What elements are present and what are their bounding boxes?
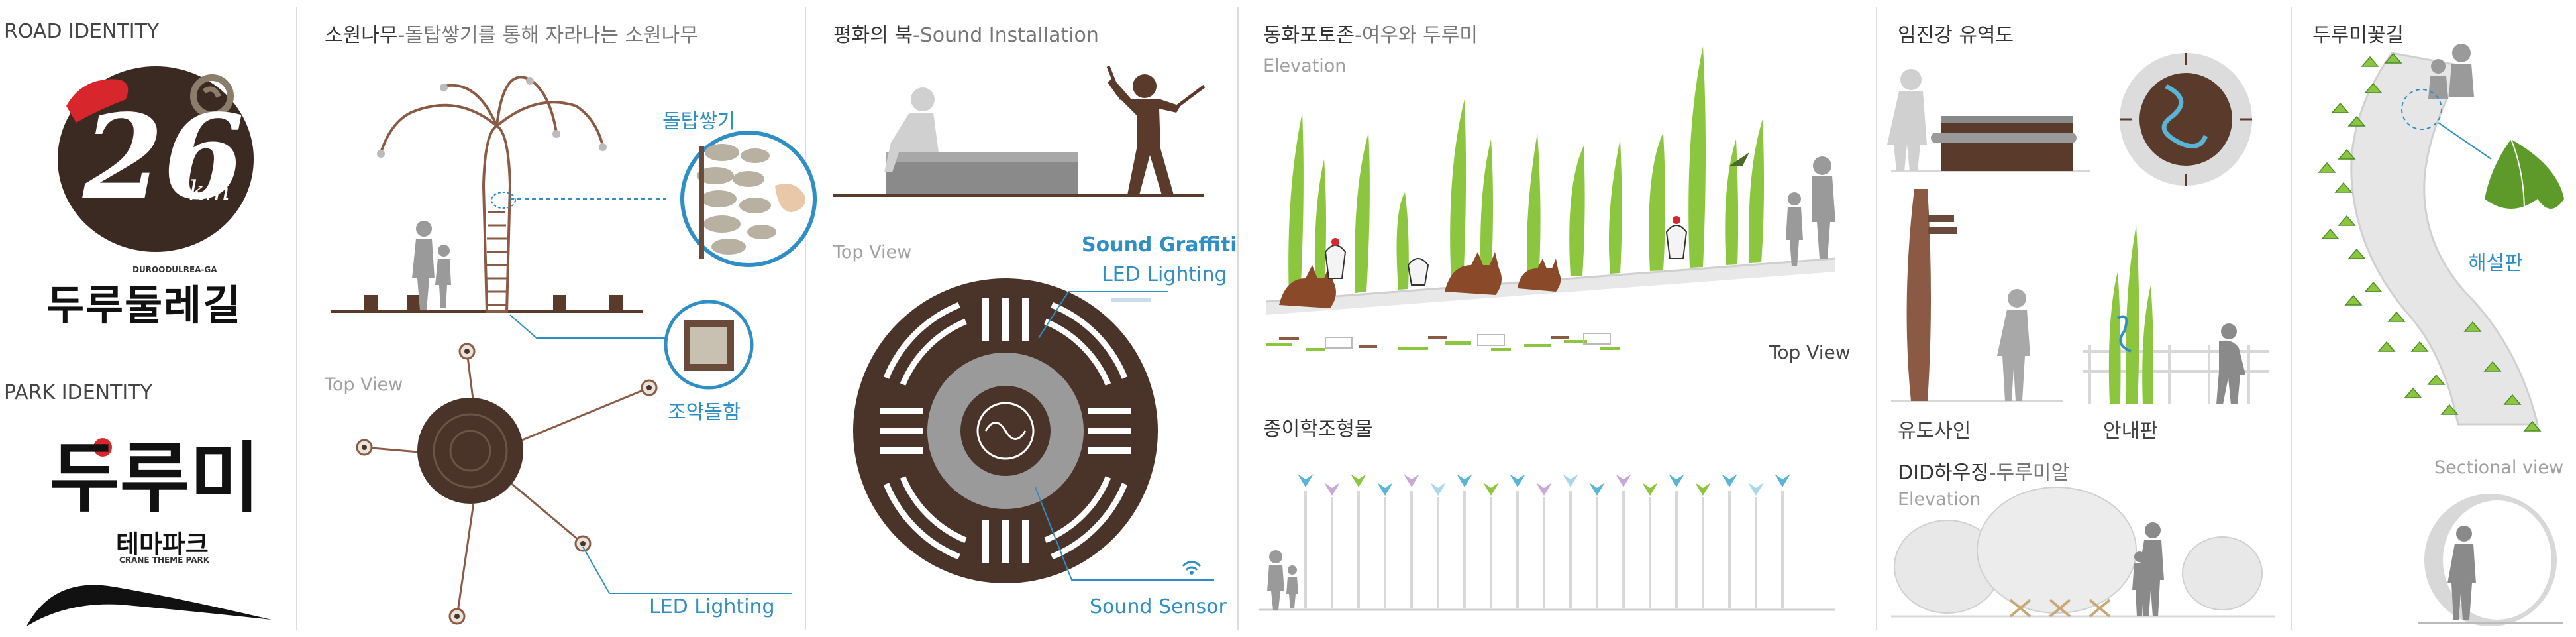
did-sectional-view (2418, 494, 2563, 626)
photo-zone-column: 동화포토존-여우와 두루미 Elevation (1239, 0, 1874, 637)
column-divider (805, 7, 806, 630)
wish-tree-title: 소원나무-돌탑쌓기를 통해 자라나는 소원나무 (325, 19, 698, 48)
road-logo-number: 26 (83, 89, 244, 225)
photo-zone-title-main: 동화포토존 (1263, 24, 1355, 47)
column-divider (2291, 7, 2292, 630)
imjin-title: 임진강 유역도 (1898, 24, 2014, 47)
wish-tree-top-view (356, 343, 792, 625)
sectional-view-label: Sectional view (2434, 457, 2564, 478)
photo-zone-top-view (1266, 333, 1620, 351)
guide-sign (1891, 189, 2063, 402)
photo-zone-elevation (1265, 46, 1836, 315)
did-housing-title-main: DID하우징 (1898, 461, 1989, 485)
did-housing-title: DID하우징-두루미알 (1898, 456, 2069, 485)
wish-tree-title-main: 소원나무 (325, 24, 398, 47)
info-board (2083, 225, 2269, 404)
crane-flower-title: 두루미꽃길 (2312, 24, 2404, 47)
pebble-box-label: 조약돌함 (668, 401, 741, 424)
photo-zone-title: 동화포토존-여우와 두루미 (1263, 19, 1478, 48)
park-logo-subtitle: 테마파크 (116, 530, 209, 559)
peace-drum-title-main: 평화의 북 (833, 24, 913, 47)
stone-stacking-label: 돌탑쌓기 (662, 110, 736, 133)
sound-graffiti-label: Sound Graffiti (1082, 233, 1237, 257)
wish-tree-elevation (331, 76, 817, 339)
photo-zone-elevation-label: Elevation (1263, 56, 1347, 76)
imjin-map (2120, 53, 2252, 186)
explain-board-label: 해설판 (2468, 252, 2523, 275)
road-identity-heading: ROAD IDENTITY (4, 20, 160, 43)
identity-column: ROAD IDENTITY 26 km DUROODULREA-GA 두루둘레길… (0, 0, 291, 637)
park-logo-swoosh (26, 438, 272, 626)
column-divider (296, 7, 297, 630)
road-name: 두루둘레길 (46, 281, 242, 329)
wish-tree-led-label: LED Lighting (649, 595, 775, 618)
did-elevation-label: Elevation (1898, 489, 1981, 510)
pebble-box-detail (664, 300, 754, 390)
crane-flower-path-plan (2318, 44, 2564, 432)
did-housing-title-sub: -두루미알 (1988, 461, 2070, 485)
peace-drum-top-view (853, 278, 1214, 583)
peace-drum-title: 평화의 북-Sound Installation (833, 19, 1099, 48)
road-logo-script: km (189, 176, 231, 206)
did-egg-elevation (1891, 487, 2275, 618)
wish-tree-top-view-label: Top View (325, 375, 403, 395)
sound-sensor-label: Sound Sensor (1090, 595, 1227, 618)
imjin-elevation (1887, 69, 2090, 172)
wish-tree-column: 소원나무-돌탑쌓기를 통해 자라나는 소원나무 (298, 0, 817, 637)
photo-zone-title-sub: -여우와 두루미 (1355, 24, 1478, 47)
peace-drum-column: 평화의 북-Sound Installation Top View (807, 0, 1237, 637)
guide-sign-label: 유도사인 (1898, 420, 1971, 443)
road-name-small: DUROODULREA-GA (132, 265, 217, 274)
imjin-column: 임진강 유역도 유도사인 (1878, 0, 2289, 637)
column-divider (1237, 7, 1239, 630)
peace-drum-top-view-label: Top View (833, 242, 912, 262)
wish-tree-title-sub: -돌탑쌓기를 통해 자라나는 소원나무 (397, 24, 698, 47)
crane-flower-column: 두루미꽃길 해설판 (2293, 0, 2576, 464)
photo-zone-top-view-label: Top View (1769, 341, 1851, 363)
paper-crane-installation (1259, 474, 1835, 611)
park-logo-text: 두루미 (50, 434, 260, 523)
paper-crane-title: 종이학조형물 (1263, 418, 1373, 441)
column-divider (1876, 7, 1877, 630)
park-logo-english: CRANE THEME PARK (119, 555, 210, 565)
peace-drum-title-sub: -Sound Installation (912, 24, 1099, 47)
road-logo (58, 66, 254, 252)
park-identity-heading: PARK IDENTITY (4, 381, 152, 404)
peace-drum-elevation (833, 66, 1206, 197)
drum-led-label: LED Lighting (1102, 263, 1227, 286)
info-board-label: 안내판 (2103, 420, 2158, 443)
